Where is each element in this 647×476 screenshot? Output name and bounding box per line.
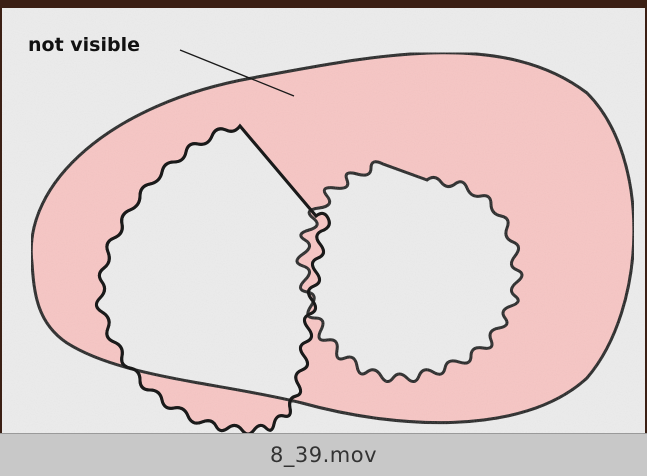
diagram-canvas: not visible <box>2 8 645 433</box>
video-filename: 8_39.mov <box>270 443 377 467</box>
not-visible-label: not visible <box>28 34 140 56</box>
diagram-svg <box>2 8 645 433</box>
caption-bar: 8_39.mov <box>0 433 647 476</box>
